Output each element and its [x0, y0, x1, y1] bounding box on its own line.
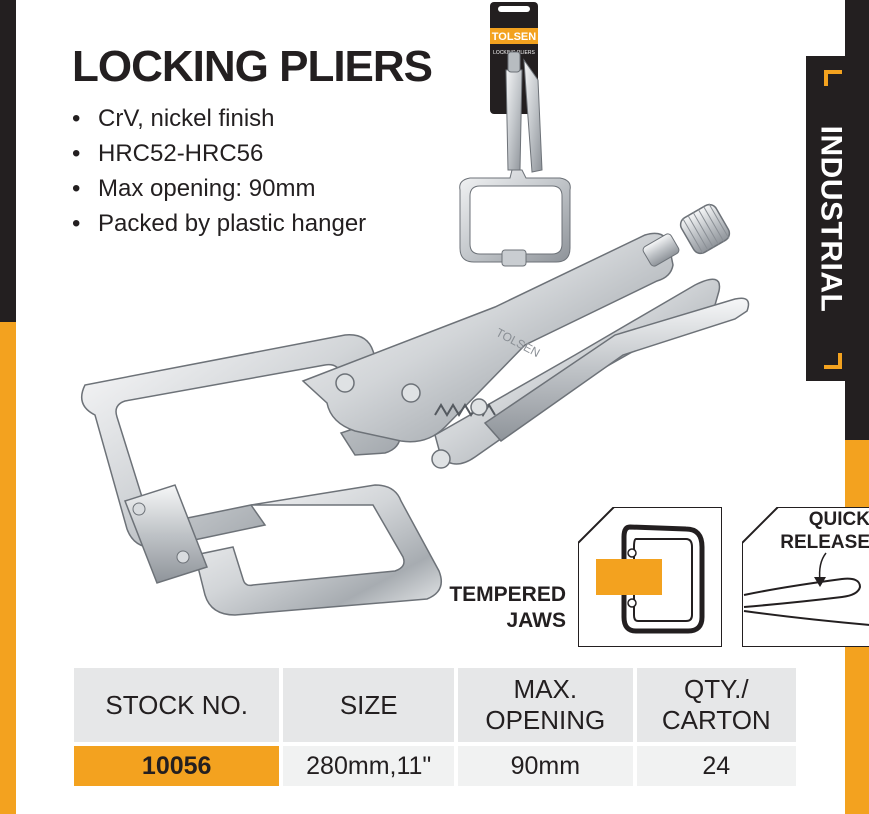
- feature-text: Max opening: 90mm: [98, 175, 316, 202]
- callout-line: JAWS: [506, 609, 566, 632]
- spec-table: STOCK NO. SIZE MAX.OPENING QTY./CARTON 1…: [70, 664, 800, 790]
- locking-pliers-illustration: TOLSEN: [80, 203, 750, 616]
- feature-text: CrV, nickel finish: [98, 105, 275, 132]
- feature-text: Packed by plastic hanger: [98, 210, 367, 237]
- hanger-brand-band: [490, 28, 538, 44]
- pad-rivet: [132, 502, 146, 516]
- header-qty-carton: QTY./CARTON: [636, 668, 796, 742]
- left-dark-stripe: [0, 0, 16, 322]
- feature-item: • CrV, nickel finish: [72, 101, 366, 136]
- left-orange-stripe: [0, 322, 16, 814]
- callout-line: RELEASE: [780, 532, 869, 553]
- bullet-icon: •: [72, 105, 81, 132]
- spec-header-row: STOCK NO. SIZE MAX.OPENING QTY./CARTON: [74, 668, 796, 742]
- feature-text: HRC52-HRC56: [98, 140, 264, 167]
- packaged-pliers-illustration: TOLSEN LOCKING PLIERS: [459, 2, 571, 267]
- swivel-pad-left: [124, 484, 208, 584]
- spec-data-row: 10056 280mm,11" 90mm 24: [74, 746, 796, 786]
- adjusting-knob: [679, 203, 731, 255]
- header-stock-no: STOCK NO.: [74, 668, 280, 742]
- release-lever: [483, 297, 750, 442]
- feature-item: • Packed by plastic hanger: [72, 206, 366, 241]
- product-title: LOCKING PLIERS: [72, 42, 433, 91]
- arrow-head-icon: [814, 577, 826, 587]
- header-max-opening: MAX.OPENING: [458, 668, 633, 742]
- tempered-jaws-label: TEMPERED JAWS: [436, 582, 566, 634]
- pack-jaw-pads: [501, 249, 527, 267]
- feature-item: • Max opening: 90mm: [72, 171, 366, 206]
- cell-qty-carton: 24: [636, 746, 796, 786]
- hanger-hole: [498, 6, 530, 12]
- screw-shaft: [642, 233, 680, 267]
- quick-release-label: QUICK RELEASE: [770, 508, 869, 554]
- bullet-icon: •: [72, 140, 81, 167]
- feature-list: • CrV, nickel finish • HRC52-HRC56 • Max op…: [72, 101, 366, 241]
- quick-release-inset: [742, 507, 869, 647]
- pivot-rivet: [401, 383, 421, 403]
- pivot-rivet: [431, 449, 451, 469]
- callout-line: TEMPERED: [449, 583, 566, 606]
- cell-stock-no: 10056: [74, 746, 280, 786]
- bullet-icon: •: [72, 175, 81, 202]
- callout-line: QUICK: [808, 509, 869, 530]
- industrial-label: INDUSTRIAL: [814, 125, 847, 312]
- cell-max-opening: 90mm: [458, 746, 633, 786]
- industrial-tab: INDUSTRIAL: [806, 56, 854, 381]
- c-clamp-frame: [80, 334, 402, 549]
- pack-handle-upper: [505, 69, 523, 171]
- tab-bracket-top: [824, 70, 842, 86]
- tab-bracket-bottom: [824, 353, 842, 369]
- c-clamp-lower-jaw: [194, 484, 442, 616]
- pack-screw-knob: [507, 51, 521, 73]
- pack-c-clamp: [459, 169, 571, 263]
- pad-rivet: [176, 550, 190, 564]
- header-size: SIZE: [283, 668, 455, 742]
- cell-size: 280mm,11": [283, 746, 455, 786]
- pack-handle-lower: [523, 58, 543, 173]
- feature-item: • HRC52-HRC56: [72, 136, 366, 171]
- jaw-highlight: [596, 559, 662, 595]
- bullet-icon: •: [72, 210, 81, 237]
- pivot-rivet: [470, 398, 488, 416]
- pivot-rivet: [335, 373, 355, 393]
- tempered-jaws-inset: [578, 507, 722, 647]
- pack-brand-text: TOLSEN: [492, 31, 536, 43]
